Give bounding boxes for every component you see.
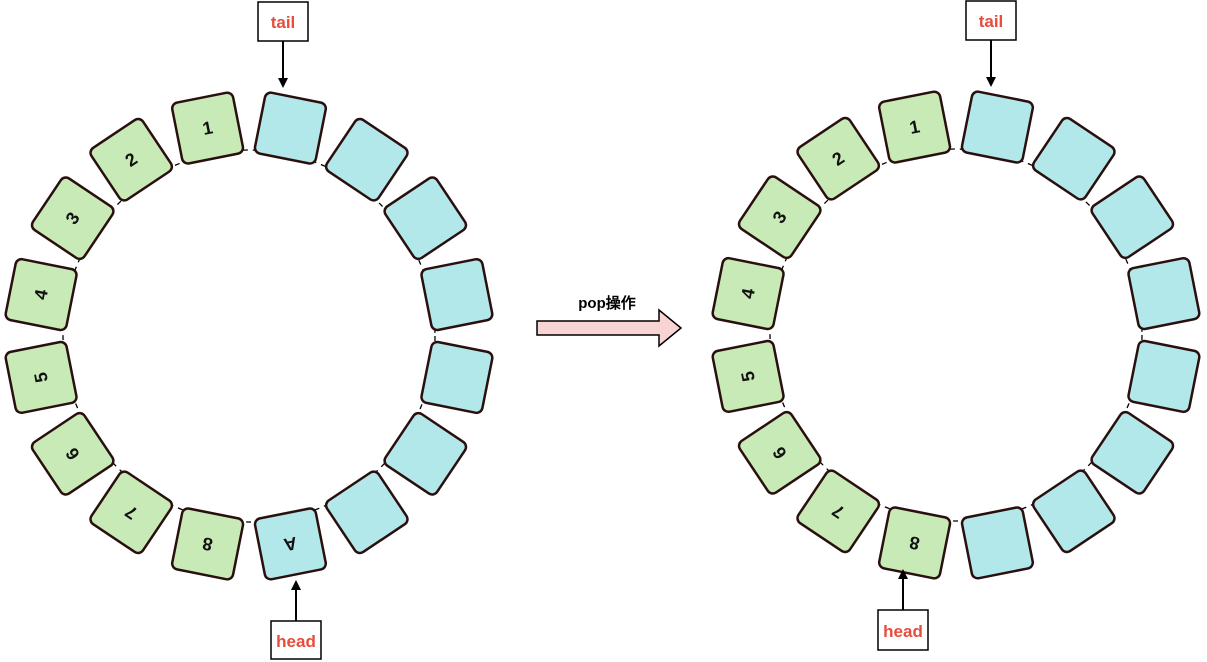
after-slot-11: 5 <box>711 339 785 414</box>
after-slot-4 <box>1127 339 1201 414</box>
after-slot-box <box>737 175 822 260</box>
before-slot-15: 1 <box>170 91 245 165</box>
after-slot-label: 8 <box>908 532 922 554</box>
before-head-box <box>270 620 322 660</box>
before-slot-box <box>4 257 78 332</box>
after-slot-box <box>1090 175 1175 260</box>
after-slot-8: 8 <box>877 506 952 580</box>
operation-label: pop操作 <box>578 294 636 312</box>
after-tail-label: tail <box>979 12 1004 31</box>
before-slot-11: 5 <box>4 340 78 415</box>
after-slot-12: 4 <box>711 256 785 331</box>
after-slot-13: 3 <box>737 175 822 260</box>
after-slot-box <box>796 469 881 554</box>
after-slot-box <box>1031 116 1116 201</box>
after-slot-1 <box>1031 116 1116 201</box>
after-slot-3 <box>1127 256 1201 331</box>
before-slot-0 <box>253 91 328 165</box>
before-slot-label: 4 <box>30 288 52 302</box>
before-slot-4 <box>420 340 494 415</box>
after-slot-box <box>877 506 952 580</box>
after-slot-label: 1 <box>908 116 922 138</box>
before-tail-pointer: tail <box>257 1 309 88</box>
before-slot-box <box>253 91 328 165</box>
before-slot-box <box>30 411 115 496</box>
after-slot-5 <box>1090 410 1175 495</box>
after-slot-box <box>1031 469 1116 554</box>
before-slot-7: A <box>253 507 328 581</box>
before-slot-label: 1 <box>201 117 215 139</box>
before-slot-box <box>30 176 115 261</box>
operation: pop操作 <box>536 294 683 348</box>
before-ring-path <box>62 149 436 523</box>
before-head-label: head <box>276 632 316 651</box>
after-slot-box <box>796 116 881 201</box>
before-slot-label: 8 <box>201 533 215 555</box>
before-slot-box <box>420 340 494 415</box>
after-slot-15: 1 <box>877 90 952 164</box>
before-slot-box <box>89 117 174 202</box>
before-slot-box <box>420 257 494 332</box>
after-slot-box <box>711 256 785 331</box>
before-slot-6 <box>324 470 409 555</box>
after-slot-6 <box>1031 469 1116 554</box>
before-slot-box <box>383 411 468 496</box>
before-slot-9: 7 <box>89 470 174 555</box>
after-slot-box <box>1090 410 1175 495</box>
after-slot-box <box>737 410 822 495</box>
before-tail-label: tail <box>271 13 296 32</box>
after-slot-box <box>960 506 1035 580</box>
before-slot-box <box>89 470 174 555</box>
after-tail-box <box>965 0 1017 41</box>
after-head-label: head <box>883 622 923 641</box>
after-slot-label: 4 <box>737 287 759 301</box>
before-head-pointer: head <box>270 580 322 660</box>
before-slot-5 <box>383 411 468 496</box>
before-slot-13: 3 <box>30 176 115 261</box>
before-slot-box <box>324 117 409 202</box>
after-slot-0 <box>960 90 1035 164</box>
after-slot-10: 6 <box>737 410 822 495</box>
after-slot-box <box>877 90 952 164</box>
before-slot-3 <box>420 257 494 332</box>
before-slot-box <box>324 470 409 555</box>
after-head-box <box>877 609 929 651</box>
after-ring-path <box>769 148 1143 522</box>
after-slot-7 <box>960 506 1035 580</box>
before-slot-10: 6 <box>30 411 115 496</box>
after-slot-9: 7 <box>796 469 881 554</box>
after-slot-label: 5 <box>737 370 759 384</box>
after-slot-14: 2 <box>796 116 881 201</box>
before-slot-box <box>253 507 328 581</box>
after-slot-box <box>1127 339 1201 414</box>
after-head-pointer: head <box>877 569 929 651</box>
after-tail-pointer: tail <box>965 0 1017 87</box>
operation-arrow <box>536 308 683 348</box>
before-slot-box <box>383 176 468 261</box>
before-slot-1 <box>324 117 409 202</box>
before-slot-label: A <box>282 533 299 555</box>
before-slot-label: 5 <box>30 371 52 385</box>
before-tail-box <box>257 1 309 42</box>
before-slot-12: 4 <box>4 257 78 332</box>
before-slot-box <box>170 91 245 165</box>
before-slot-14: 2 <box>89 117 174 202</box>
after-slot-box <box>711 339 785 414</box>
after-slot-2 <box>1090 175 1175 260</box>
before-slot-box <box>4 340 78 415</box>
before-slot-box <box>170 507 245 581</box>
before-slot-8: 8 <box>170 507 245 581</box>
after-slot-box <box>960 90 1035 164</box>
after-slot-box <box>1127 256 1201 331</box>
before-slot-2 <box>383 176 468 261</box>
